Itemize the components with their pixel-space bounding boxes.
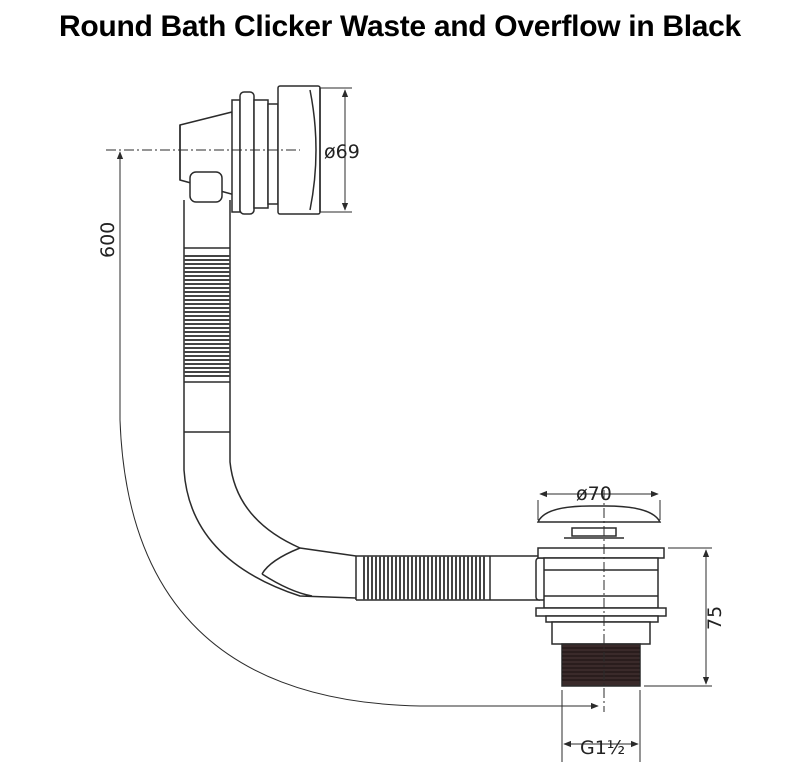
- page-title: Round Bath Clicker Waste and Overflow in…: [59, 10, 741, 43]
- dim-height: 75: [704, 606, 726, 630]
- dim-waste-diameter: ø70: [576, 483, 612, 505]
- corrugated-section-horizontal: [363, 556, 485, 600]
- pipe-bend: [183, 440, 357, 599]
- dim-length: 600: [97, 222, 119, 258]
- corrugated-section-vertical: [184, 255, 230, 377]
- dim-thread: G1½: [580, 737, 625, 759]
- waste-unit: [535, 505, 667, 645]
- dim-overflow-diameter: ø69: [324, 141, 360, 163]
